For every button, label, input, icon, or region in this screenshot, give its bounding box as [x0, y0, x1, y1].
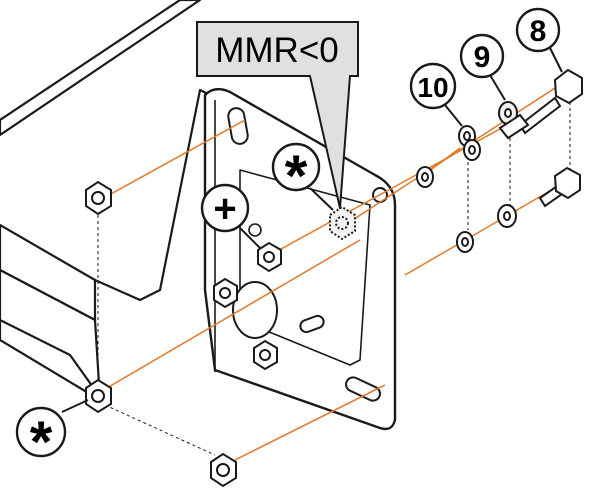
hex-nut-lower-center: [253, 339, 278, 371]
asterisk-mmr-label: *: [285, 144, 308, 209]
callout-plus: +: [200, 183, 261, 249]
hex-nuts: [85, 180, 356, 488]
washer-lower-10: [456, 231, 474, 253]
mmr-label-box: [196, 21, 359, 77]
washers: [416, 101, 518, 253]
callout-10: 10: [409, 62, 463, 127]
washer-upper-alt: [463, 139, 481, 161]
mmr-label: MMR<0: [215, 31, 339, 70]
bolts: [498, 68, 583, 208]
washer-plate-upper: [416, 166, 434, 188]
callout-asterisk-mmr: *: [271, 142, 334, 211]
bolt-lower: [538, 166, 581, 208]
hex-nut-top-left: [85, 180, 112, 216]
callout-asterisk-nut: *: [15, 399, 89, 475]
mmr-callout: MMR<0: [196, 21, 359, 209]
hex-nut-plus: [257, 241, 282, 273]
callout-8: 8: [515, 7, 563, 73]
washer-lower-9: [497, 204, 517, 228]
hex-nut-bottom-left: [85, 378, 112, 414]
callout-8-label: 8: [530, 15, 547, 48]
washer-upper-10: [458, 125, 476, 147]
assembly-lines: [99, 74, 576, 466]
bolt-upper: [518, 68, 583, 135]
hex-nut-mmr: [329, 205, 356, 241]
hex-nut-middle: [213, 277, 238, 309]
bolt-upper-inner: [498, 113, 530, 140]
mounting-arm: [0, 0, 211, 402]
callout-9-label: 9: [474, 41, 491, 74]
plus-label: +: [213, 187, 236, 231]
asterisk-nut-label: *: [30, 410, 53, 475]
hex-nut-bottom: [210, 452, 237, 488]
mounting-plate: [203, 87, 397, 431]
callout-9: 9: [459, 33, 506, 101]
callout-10-label: 10: [417, 72, 448, 103]
